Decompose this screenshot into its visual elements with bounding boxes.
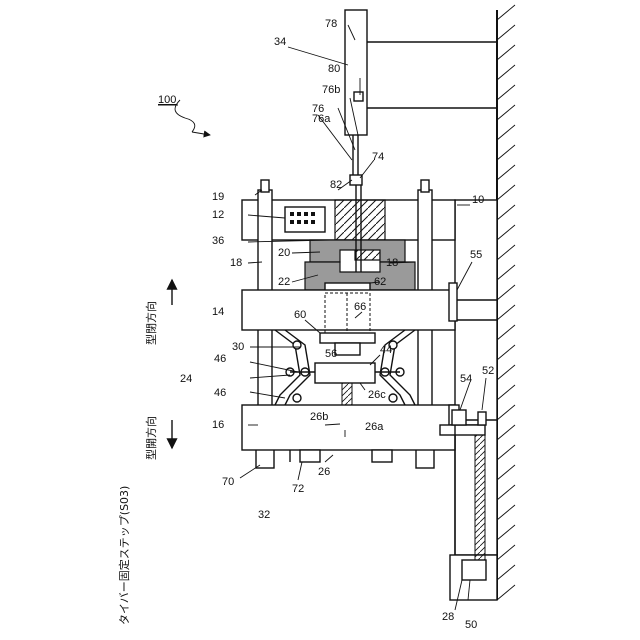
figure-pointer xyxy=(175,100,210,135)
label-80: 80 xyxy=(328,63,340,75)
label-20: 20 xyxy=(278,247,290,259)
label-52: 52 xyxy=(482,365,494,377)
platen-slider xyxy=(449,283,457,321)
drive-motor xyxy=(290,450,392,462)
label-60: 60 xyxy=(294,309,306,321)
label-66: 66 xyxy=(354,301,366,313)
label-76b: 76b xyxy=(322,84,340,96)
label-18a: 18 xyxy=(230,257,242,269)
robot-gantry xyxy=(345,10,497,185)
label-70: 70 xyxy=(222,476,234,488)
motor-50 xyxy=(462,560,486,580)
movable-platen xyxy=(242,283,457,330)
label-44: 44 xyxy=(380,344,392,356)
direction-close-label: 型閉方向 xyxy=(144,301,158,345)
label-34: 34 xyxy=(274,36,286,48)
label-14: 14 xyxy=(212,306,224,318)
label-26b: 26b xyxy=(310,411,328,423)
label-46b: 46 xyxy=(214,387,226,399)
movable-mold xyxy=(305,262,415,293)
label-16: 16 xyxy=(212,419,224,431)
label-26: 26 xyxy=(318,466,330,478)
label-54: 54 xyxy=(460,373,472,385)
label-18b: 18 xyxy=(386,257,398,269)
label-62: 62 xyxy=(374,276,386,288)
label-36: 36 xyxy=(212,235,224,247)
label-72: 72 xyxy=(292,483,304,495)
label-30: 30 xyxy=(232,341,244,353)
control-panel xyxy=(285,207,325,232)
label-19: 19 xyxy=(212,191,224,203)
label-10: 10 xyxy=(472,194,484,206)
sensor-box xyxy=(354,92,363,101)
ground-wall xyxy=(497,5,515,600)
label-26a: 26a xyxy=(365,421,384,433)
label-56: 56 xyxy=(325,348,337,360)
caption-label: タイバー固定ステップ(S03) xyxy=(117,486,131,625)
figure-number: 100 xyxy=(158,94,176,106)
label-26c: 26c xyxy=(368,389,386,401)
label-28: 28 xyxy=(442,611,454,623)
label-78: 78 xyxy=(325,18,337,30)
label-82: 82 xyxy=(330,179,342,191)
label-22: 22 xyxy=(278,276,290,288)
label-12: 12 xyxy=(212,209,224,221)
crosshead xyxy=(315,363,375,383)
label-74: 74 xyxy=(372,151,384,163)
label-32: 32 xyxy=(258,509,270,521)
rear-platen xyxy=(242,405,459,450)
label-46a: 46 xyxy=(214,353,226,365)
label-76a: 76a xyxy=(312,113,331,125)
direction-open-label: 型開方向 xyxy=(144,416,158,460)
label-24: 24 xyxy=(180,373,192,385)
label-50: 50 xyxy=(465,619,477,631)
label-55: 55 xyxy=(470,249,482,261)
